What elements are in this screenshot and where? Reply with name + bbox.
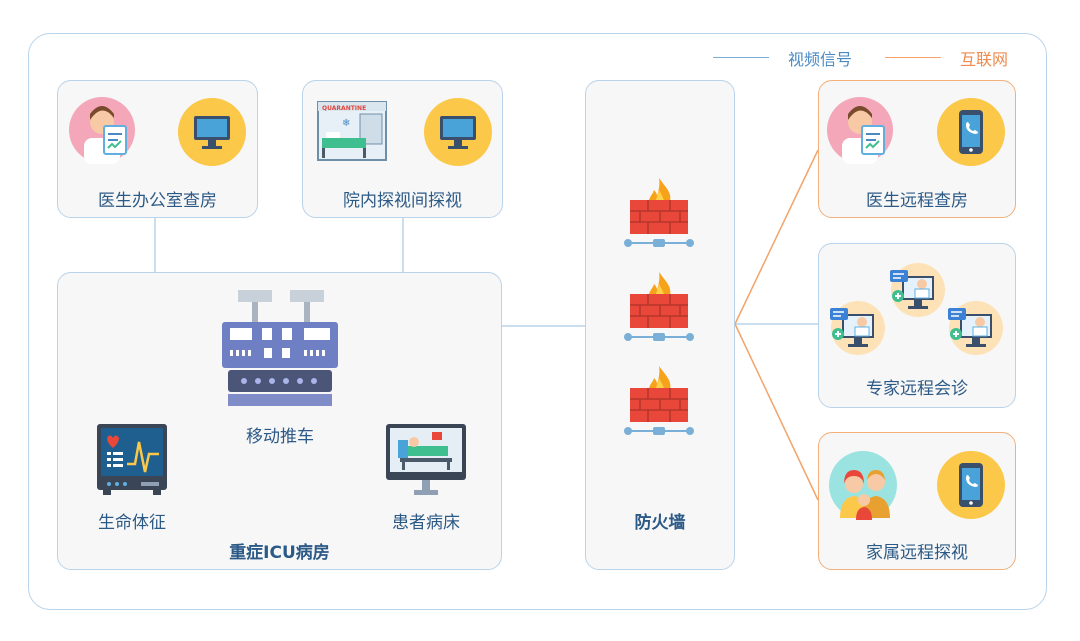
doctor-icon <box>69 97 135 164</box>
visit-room-label: 院内探视间探视 <box>343 191 462 211</box>
legend-internet-label: 互联网 <box>960 50 1009 69</box>
doctor-office-label: 医生办公室查房 <box>98 191 217 211</box>
icu-ward-label: 重症ICU病房 <box>229 543 330 563</box>
patient-bed-monitor-icon <box>386 424 466 495</box>
firewall-icon <box>624 272 694 341</box>
icu-ward-box <box>57 272 502 570</box>
remote-rounds-label: 医生远程查房 <box>866 191 968 211</box>
legend-video-label: 视频信号 <box>788 50 853 69</box>
doctor-icon <box>827 97 893 164</box>
phone-icon <box>937 451 1005 519</box>
family-icon <box>829 451 897 520</box>
legend-video-line <box>713 57 769 58</box>
svg-text:❄: ❄ <box>342 118 350 129</box>
firewall-icon <box>624 366 694 435</box>
quarantine-sign: QUARANTINE <box>322 105 366 112</box>
firewall-icon <box>624 178 694 247</box>
computer-icon <box>178 98 246 166</box>
expert-consult-label: 专家远程会诊 <box>866 379 968 399</box>
phone-icon <box>937 98 1005 166</box>
patient-bed-label: 患者病床 <box>392 513 460 533</box>
quarantine-room-icon: QUARANTINE ❄ <box>317 101 387 161</box>
firewall-label: 防火墙 <box>634 513 686 533</box>
mobile-cart-icon <box>222 290 338 406</box>
vital-signs-label: 生命体征 <box>98 513 166 533</box>
legend-internet-line <box>885 57 941 58</box>
expert-avatar-icon <box>830 301 885 355</box>
expert-avatar-icon <box>890 263 945 317</box>
computer-icon <box>424 98 492 166</box>
vital-monitor-icon <box>97 424 167 495</box>
mobile-cart-label: 移动推车 <box>246 427 314 447</box>
outer-frame <box>28 33 1047 610</box>
family-visit-label: 家属远程探视 <box>866 543 968 563</box>
expert-avatar-icon <box>948 301 1003 355</box>
